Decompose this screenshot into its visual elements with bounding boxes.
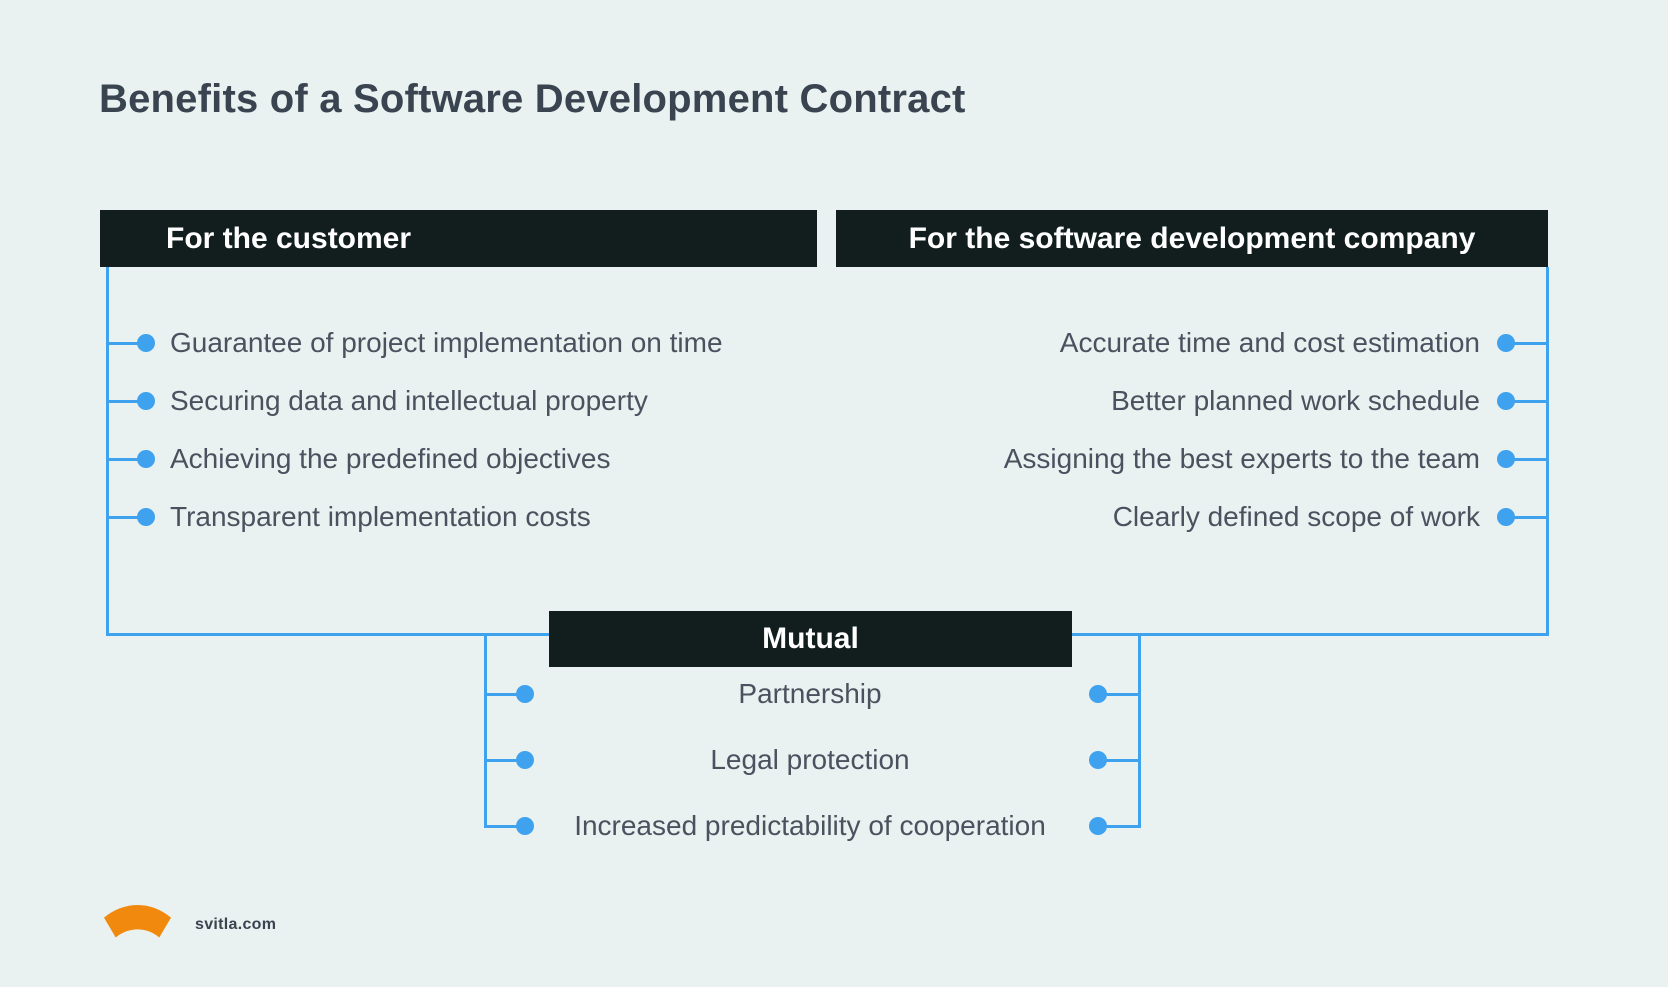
connector-line [106,342,146,345]
bullet-dot [516,817,534,835]
connector-line [1506,516,1549,519]
mutual-item: Increased predictability of cooperation [574,810,1046,841]
company-header-bar: For the software development company [836,210,1548,267]
bullet-dot [1089,817,1107,835]
mutual-header-label: Mutual [762,622,859,655]
bullet-dot [1497,450,1515,468]
mutual-header-bar: Mutual [549,611,1072,667]
customer-item: Securing data and intellectual property [170,385,648,416]
bullet-dot [1497,508,1515,526]
bullet-dot [1089,685,1107,703]
company-header-label: For the software development company [908,221,1476,255]
mutual-item: Legal protection [710,744,910,775]
mutual-right-bracket-line [1138,633,1141,828]
mutual-left-bracket-line [484,633,487,828]
connector-line [484,825,525,828]
connector-line [1098,693,1141,696]
company-item: Clearly defined scope of work [1112,501,1480,532]
company-item: Assigning the best experts to the team [1003,443,1480,474]
company-column-line [1546,267,1549,635]
connector-line [1098,759,1141,762]
connector-line [484,693,525,696]
page-title: Benefits of a Software Development Contr… [99,77,966,121]
bullet-dot [1497,334,1515,352]
connector-line [106,516,146,519]
customer-header-label: For the customer [166,221,412,255]
customer-column-line [106,267,109,635]
bullet-dot [137,334,155,352]
svitla-fan-icon [103,905,172,938]
bullet-dot [137,450,155,468]
customer-item: Transparent implementation costs [170,501,591,532]
bullet-dot [1089,751,1107,769]
mutual-item: Partnership [738,678,882,709]
connector-line [1098,825,1141,828]
bullet-dot [1497,392,1515,410]
bullet-dot [137,508,155,526]
connector-line [1506,400,1549,403]
connector-line [1506,458,1549,461]
company-item: Better planned work schedule [1111,385,1480,416]
customer-item: Achieving the predefined objectives [170,443,611,474]
connector-line [484,759,525,762]
bullet-dot [137,392,155,410]
connector-line [106,458,146,461]
bullet-dot [516,685,534,703]
bullet-dot [516,751,534,769]
customer-header-bar: For the customer [100,210,817,267]
logo-text: svitla.com [195,916,277,933]
connector-line [106,400,146,403]
company-item: Accurate time and cost estimation [1059,327,1480,358]
customer-item: Guarantee of project implementation on t… [170,327,723,358]
connector-line [1506,342,1549,345]
